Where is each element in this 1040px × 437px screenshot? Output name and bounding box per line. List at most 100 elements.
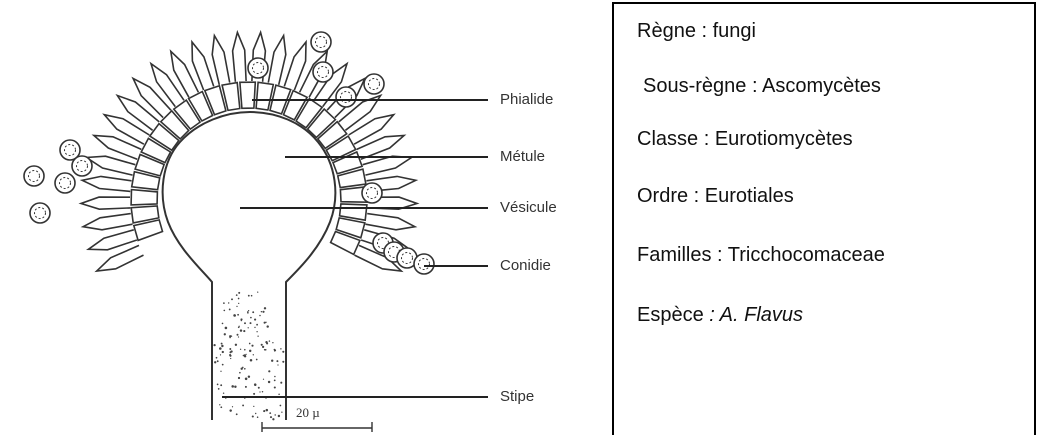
scale-bar-label: 20 µ xyxy=(296,405,320,420)
stipe-dot xyxy=(254,327,255,328)
phialide-cell xyxy=(192,42,214,90)
label-conidie: Conidie xyxy=(500,257,551,274)
stipe-dot xyxy=(229,348,231,350)
stipe-dot xyxy=(247,311,249,313)
stipe-dot xyxy=(231,335,233,337)
taxonomy-row: Règne : fungi xyxy=(637,20,756,43)
conidium xyxy=(414,254,434,274)
stipe-dot xyxy=(251,295,253,297)
stipe-dot xyxy=(222,323,224,325)
label-metule: Métule xyxy=(500,148,545,165)
taxonomy-row: Classe : Eurotiomycètes xyxy=(637,128,853,151)
taxonomy-value: A. Flavus xyxy=(720,304,803,326)
stipe-dot xyxy=(230,350,232,352)
taxonomy-separator: : xyxy=(746,75,762,97)
taxonomy-row: Ordre : Eurotiales xyxy=(637,185,794,208)
stipe-dot xyxy=(233,314,236,317)
stipe-dot xyxy=(258,387,260,389)
stipe-dot xyxy=(268,370,270,372)
phialide-cell xyxy=(82,176,131,191)
stipe-dot xyxy=(274,376,276,378)
stipe-dot xyxy=(232,406,233,407)
stipe-dot xyxy=(237,334,239,336)
taxonomy-separator: : xyxy=(711,244,727,266)
stipe-dot xyxy=(244,355,246,357)
stipe-dot xyxy=(257,416,259,418)
stipe-dot xyxy=(240,329,242,331)
stipe-dot xyxy=(220,384,222,386)
stipe-dot xyxy=(238,377,240,379)
stipe-dot xyxy=(251,345,253,347)
stipe-dot xyxy=(274,350,275,351)
stipe-dot xyxy=(231,385,234,388)
stipe-dot xyxy=(241,320,242,321)
conidium xyxy=(311,32,331,52)
scale-bar xyxy=(262,422,372,432)
stipe-dot xyxy=(224,333,226,335)
stipe-dot xyxy=(236,294,238,296)
conidium xyxy=(362,183,382,203)
stipe-dot xyxy=(282,361,284,363)
stipe-dot xyxy=(281,412,282,413)
stipe-dot xyxy=(280,405,282,407)
stipe-dot xyxy=(274,386,276,388)
stipe-dot xyxy=(269,340,270,341)
taxonomy-field: Classe xyxy=(637,128,698,150)
stipe-dot xyxy=(253,406,254,407)
stipe-dot xyxy=(223,392,224,393)
stipe-dot xyxy=(248,327,249,328)
stipe-dot xyxy=(250,359,253,362)
stipe-dot xyxy=(238,303,239,304)
stipe-dot xyxy=(219,347,222,350)
stipe-dot xyxy=(250,322,252,324)
stipe-dot xyxy=(218,388,220,390)
label-stipe: Stipe xyxy=(500,388,534,405)
stipe-dot xyxy=(262,346,264,348)
phialide-cell xyxy=(268,36,286,85)
stipe-dot xyxy=(245,386,247,388)
stipe-dot xyxy=(238,326,240,328)
stipe-dot xyxy=(219,404,220,405)
stipe-dot xyxy=(254,383,257,386)
stipe-dot xyxy=(235,344,237,346)
stipe-dot xyxy=(280,382,282,384)
stipe-dot xyxy=(254,319,256,321)
stipe-dot xyxy=(220,406,222,408)
stipe-dot xyxy=(264,322,266,324)
stipe-dot xyxy=(274,349,276,351)
stipe-dot xyxy=(238,292,240,294)
stipe-dot xyxy=(231,298,233,300)
taxonomy-field: Familles xyxy=(637,244,711,266)
taxonomy-field: Espèce xyxy=(637,304,704,326)
conidium xyxy=(248,58,268,78)
conidium xyxy=(364,74,384,94)
taxonomy-row: Sous-règne : Ascomycètes xyxy=(643,75,881,98)
taxonomy-field: Règne xyxy=(637,20,696,42)
stipe-dot xyxy=(213,344,215,346)
phialide-cell xyxy=(284,42,306,90)
stipe-dot xyxy=(243,355,245,357)
taxonomy-value: Ascomycètes xyxy=(762,75,881,97)
stipe-dot xyxy=(253,354,254,355)
stipe-dot xyxy=(264,349,266,351)
stipe-dot xyxy=(252,415,254,417)
stipe-dot xyxy=(236,413,238,415)
stipe-dot xyxy=(280,348,281,349)
taxonomy-separator: : xyxy=(698,128,715,150)
stipe-dot xyxy=(278,415,280,417)
stipe-dot xyxy=(244,368,246,370)
metule-cell xyxy=(131,190,157,205)
phialide-cell xyxy=(88,230,136,250)
stipe-dot xyxy=(268,381,270,383)
stipe-dot xyxy=(241,368,243,370)
stipe-dot xyxy=(237,314,239,316)
stipe-dot xyxy=(250,317,252,319)
stipe-dot xyxy=(229,409,231,411)
stipe-dot xyxy=(272,342,273,343)
stipe-dot xyxy=(238,298,240,300)
stipe-dot xyxy=(252,311,254,313)
stipe-dot xyxy=(271,360,273,362)
metule-cell xyxy=(340,204,367,220)
stipe-dot xyxy=(270,416,272,418)
stipe-dot xyxy=(266,409,269,412)
